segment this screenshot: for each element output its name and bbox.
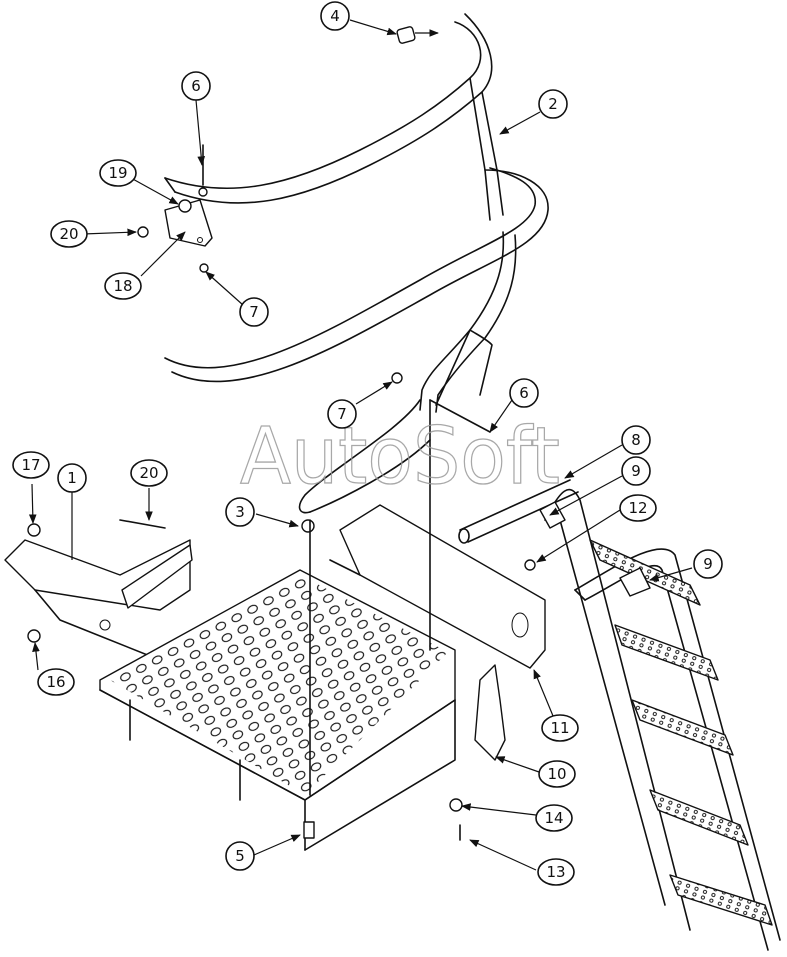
callout-9-upper: 9 (621, 456, 651, 486)
callout-13: 13 (537, 858, 575, 886)
svg-text:2: 2 (548, 95, 558, 113)
callout-1: 1 (57, 463, 87, 493)
callout-2: 2 (538, 89, 568, 119)
callout-4: 4 (320, 1, 350, 31)
callout-15: 18 (104, 272, 142, 300)
svg-text:7: 7 (337, 405, 347, 423)
callout-6-mid: 6 (509, 378, 539, 408)
svg-text:9: 9 (703, 555, 713, 573)
callout-17: 20 (50, 220, 88, 248)
svg-text:12: 12 (628, 499, 647, 517)
svg-text:20: 20 (59, 225, 78, 243)
guard-part (474, 664, 506, 761)
leader-lines (28, 19, 693, 871)
svg-text:5: 5 (235, 847, 245, 865)
callout-10: 10 (538, 760, 576, 788)
callout-11: 11 (541, 714, 579, 742)
ladder-part (458, 479, 781, 951)
svg-text:20: 20 (139, 464, 158, 482)
callout-18: 16 (37, 668, 75, 696)
callout-9-lower: 9 (693, 549, 723, 579)
svg-text:3: 3 (235, 503, 245, 521)
svg-text:14: 14 (544, 809, 563, 827)
handrail-part (164, 13, 549, 514)
svg-text:10: 10 (547, 765, 566, 783)
svg-text:6: 6 (519, 384, 529, 402)
callout-5: 5 (225, 841, 255, 871)
callout-8: 8 (621, 425, 651, 455)
callout-3: 3 (225, 497, 255, 527)
svg-text:6: 6 (191, 77, 201, 95)
svg-text:17: 17 (21, 456, 40, 474)
callout-12: 12 (619, 494, 657, 522)
svg-text:8: 8 (631, 431, 641, 449)
callout-7-mid: 7 (327, 399, 357, 429)
svg-text:9: 9 (631, 462, 641, 480)
callout-6-top: 6 (181, 71, 211, 101)
svg-text:19: 19 (108, 164, 127, 182)
callout-20: 20 (130, 459, 168, 487)
platform-part (4, 539, 456, 851)
svg-text:1: 1 (67, 469, 77, 487)
svg-text:7: 7 (249, 303, 259, 321)
callout-19: 17 (12, 451, 50, 479)
svg-text:16: 16 (46, 673, 65, 691)
step-frame-part (329, 504, 546, 669)
svg-text:13: 13 (546, 863, 565, 881)
watermark-text: AutoSoft (240, 412, 560, 502)
svg-text:11: 11 (550, 719, 569, 737)
callout-14: 14 (535, 804, 573, 832)
svg-text:18: 18 (113, 277, 132, 295)
callout-16: 19 (99, 159, 137, 187)
svg-text:4: 4 (330, 7, 340, 25)
callout-7-top: 7 (239, 297, 269, 327)
